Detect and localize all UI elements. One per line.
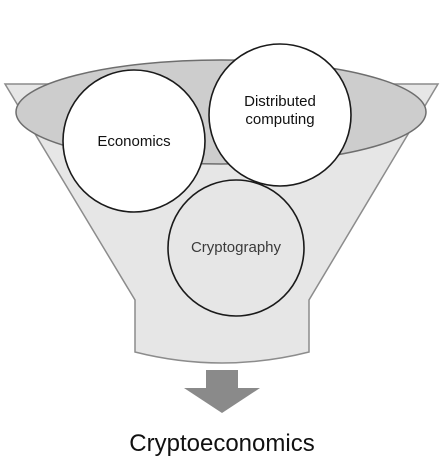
result-label: Cryptoeconomics xyxy=(129,430,315,457)
cryptography-label: Cryptography xyxy=(191,239,282,256)
distributed-computing-label-line-1: Distributed xyxy=(244,93,316,110)
economics-label: Economics xyxy=(97,133,170,150)
distributed-computing-circle xyxy=(208,43,352,187)
economics-circle xyxy=(62,69,206,213)
cryptography-circle xyxy=(167,179,305,317)
down-arrow-icon xyxy=(184,370,260,413)
distributed-computing-label-line-2: computing xyxy=(245,111,314,128)
